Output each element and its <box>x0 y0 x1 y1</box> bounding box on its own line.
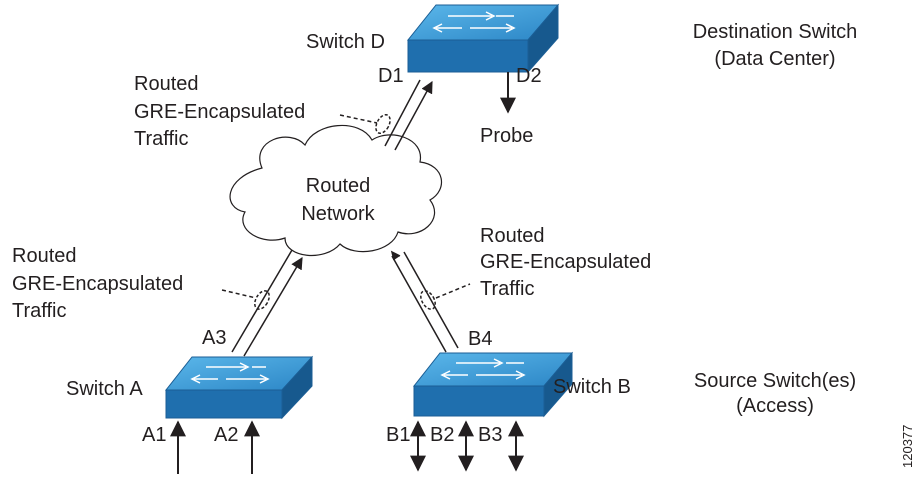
tunnel-top-line1: Routed <box>134 73 199 95</box>
destination-switch-label: Destination Switch <box>693 21 858 43</box>
switch-b-label: Switch B <box>553 376 631 398</box>
port-b1: B1 <box>386 424 410 446</box>
cloud-label-line2: Network <box>301 203 375 225</box>
port-d1: D1 <box>378 65 404 87</box>
tunnel-right-line1: Routed <box>480 225 545 247</box>
tunnel-top-line2: GRE-Encapsulated <box>134 101 305 123</box>
tunnel-left-line2: GRE-Encapsulated <box>12 273 183 295</box>
port-a1: A1 <box>142 424 166 446</box>
source-switch-sublabel: (Access) <box>736 395 814 417</box>
destination-switch-sublabel: (Data Center) <box>714 48 835 70</box>
port-b3: B3 <box>478 424 502 446</box>
switch-a: Switch A A3 A1 A2 <box>66 327 314 446</box>
cloud-label-line1: Routed <box>306 175 371 197</box>
switch-d-arrows-icon <box>432 11 516 33</box>
port-d2: D2 <box>516 65 542 87</box>
probe-label: Probe <box>480 125 533 147</box>
switch-a-label: Switch A <box>66 378 143 400</box>
figure-number: 120377 <box>900 425 915 468</box>
tunnel-right-line3: Traffic <box>480 278 534 300</box>
switch-b-arrows-icon <box>440 358 526 380</box>
switch-a-arrows-icon <box>190 362 270 384</box>
tunnel-right-line2: GRE-Encapsulated <box>480 251 651 273</box>
source-switch-label: Source Switch(es) <box>694 370 856 392</box>
port-a2: A2 <box>214 424 238 446</box>
port-a3: A3 <box>202 327 226 349</box>
switch-d-label: Switch D <box>306 31 385 53</box>
routed-network-cloud: Routed Network <box>229 125 443 257</box>
port-b2: B2 <box>430 424 454 446</box>
tunnel-left <box>221 249 303 357</box>
tunnel-left-line1: Routed <box>12 245 77 267</box>
port-b4: B4 <box>468 328 492 350</box>
switch-d: Switch D D1 D2 <box>306 3 560 87</box>
tunnel-top <box>339 79 433 151</box>
tunnel-left-line3: Traffic <box>12 300 66 322</box>
tunnel-right <box>390 250 471 353</box>
tunnel-top-line3: Traffic <box>134 128 188 150</box>
switch-b: Switch B B4 B1 B2 B3 <box>386 328 631 446</box>
